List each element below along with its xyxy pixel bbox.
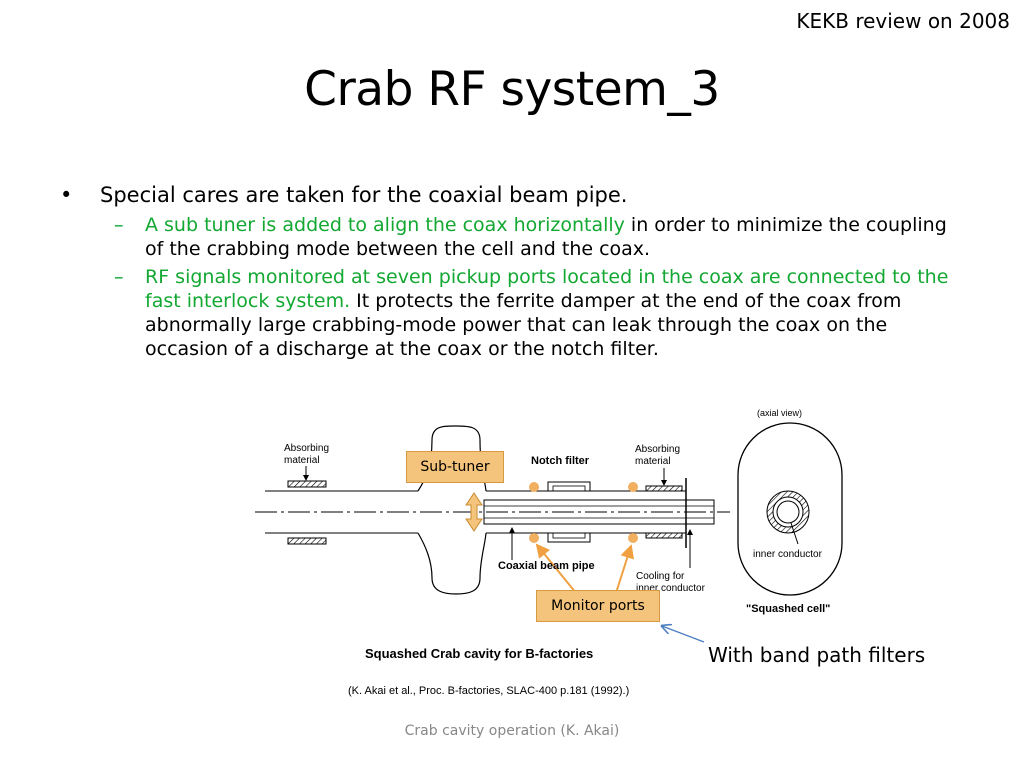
monitor-port-dot [628, 482, 638, 492]
coax-inner-conductor [483, 499, 715, 525]
sub-tuner-callout: Sub-tuner [406, 451, 504, 483]
label-absorbing-left: Absorbing [284, 443, 329, 454]
bullet-item: • Special cares are taken for the coaxia… [60, 181, 960, 209]
subbullet-item: – RF signals monitored at seven pickup p… [60, 265, 960, 361]
diagram-reference: (K. Akai et al., Proc. B-factories, SLAC… [348, 685, 629, 697]
monitor-port-dot [628, 533, 638, 543]
absorber-right-bottom [645, 532, 683, 539]
sub-tuner-label: Sub-tuner [420, 459, 490, 475]
label-notch-filter: Notch filter [531, 455, 590, 467]
bullet-list: • Special cares are taken for the coaxia… [60, 181, 960, 361]
subbullet-text: It protects the ferrite damper at the en… [145, 290, 902, 360]
subbullet-marker: – [114, 266, 124, 288]
axial-view-cell [737, 422, 843, 596]
subbullet-marker: – [114, 214, 124, 236]
subbullet-item: – A sub tuner is added to align the coax… [60, 213, 960, 261]
subbullet-text: in order to minimize the coupling of the… [145, 214, 947, 260]
notch-filter-top [547, 481, 591, 491]
absorber-right-top [645, 485, 683, 492]
monitor-ports-label: Monitor ports [551, 598, 645, 614]
notch-filter-bottom [547, 533, 591, 543]
page-title: Crab RF system_3 [304, 62, 720, 117]
monitor-port-dot [529, 533, 539, 543]
subbullet-highlight: A sub tuner is added to align the coax h… [145, 214, 625, 236]
label-coaxial-beam-pipe: Coaxial beam pipe [498, 560, 595, 572]
inner-conductor-pointer [790, 522, 799, 545]
absorber-left-top [287, 480, 327, 488]
subbullet-highlight: RF signals monitored at seven pickup por… [145, 266, 949, 312]
label-cooling: Cooling for [636, 571, 685, 582]
absorber-left-bottom [287, 537, 327, 545]
label-absorbing-right: Absorbing [635, 444, 680, 455]
sub-tuner-arrow [465, 492, 483, 532]
review-note: KEKB review on 2008 [796, 9, 1010, 33]
monitor-port-dot [529, 482, 539, 492]
label-axial-view: (axial view) [757, 408, 802, 418]
axial-view-conductor [776, 500, 800, 524]
monitor-arrow-right [615, 544, 635, 594]
monitor-ports-callout: Monitor ports [536, 590, 660, 622]
label-inner-conductor: inner conductor [753, 549, 823, 560]
footer-text: Crab cavity operation (K. Akai) [404, 723, 620, 739]
label-material-left: material [284, 455, 320, 466]
diagram-caption: Squashed Crab cavity for B-factories [365, 646, 593, 661]
label-inner-conductor-cooling: inner conductor [636, 583, 706, 594]
band-path-note: With band path filters [708, 643, 926, 667]
label-squashed-cell: "Squashed cell" [746, 603, 830, 615]
bullet-marker: • [60, 183, 73, 207]
notch-filter-inner-top [552, 485, 586, 492]
label-material-right: material [635, 456, 671, 467]
monitor-arrow-left [535, 543, 577, 594]
band-path-arrow [662, 626, 705, 643]
bullet-text: Special cares are taken for the coaxial … [100, 183, 628, 207]
notch-filter-inner-bottom [552, 532, 586, 539]
